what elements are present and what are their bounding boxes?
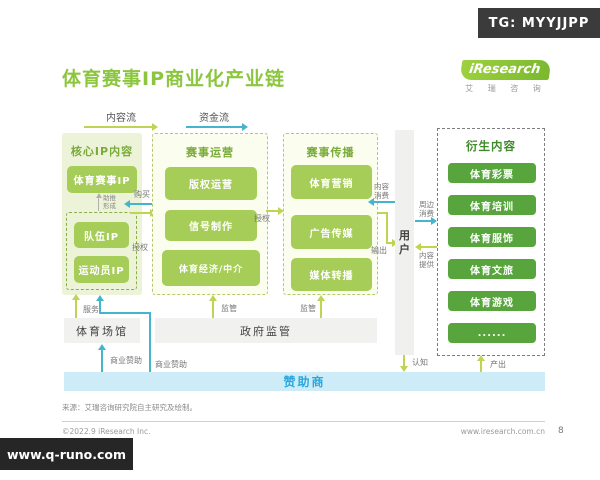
copyright-text: ©2022.9 iResearch Inc.	[62, 427, 151, 436]
flow-buy-arrowhead-icon	[124, 200, 130, 208]
flow-sponsorship1-arrow	[101, 349, 103, 372]
flow-produce-arrowhead-icon	[477, 355, 485, 361]
venue-bar: 体育场馆	[64, 318, 140, 343]
website-text: www.iresearch.com.cn	[460, 427, 545, 436]
node-sports-training: 体育培训	[448, 195, 536, 215]
flow-sponsorship2-elbow-2	[99, 312, 151, 314]
node-sports-games: 体育游戏	[448, 291, 536, 311]
legend-content-flow-arrow	[84, 126, 152, 128]
flow-content-consume-label: 内容消费	[374, 182, 389, 200]
flow-content-provide-arrow	[421, 246, 437, 248]
node-sports-tourism: 体育文旅	[448, 259, 536, 279]
footer-divider	[62, 421, 545, 422]
connector-boost-arrowhead-icon	[96, 193, 102, 198]
page-title: 体育赛事IP商业化产业链	[62, 68, 285, 90]
flow-output-elbow-2	[386, 212, 388, 243]
flow-sponsorship1-label: 商业赞助	[110, 356, 142, 365]
core-ip-title: 核心IP内容	[70, 145, 134, 158]
node-sports-apparel: 体育服饰	[448, 227, 536, 247]
node-sports-marketing: 体育营销	[291, 165, 372, 199]
communication-column: 赛事传播 体育营销 广告传媒 媒体转播	[283, 133, 378, 295]
connector-boost-line	[98, 196, 99, 211]
user-label-1: 用	[399, 228, 410, 242]
node-ad-media: 广告传媒	[291, 215, 372, 249]
flow-sponsorship2-elbow-3	[149, 312, 151, 372]
derivative-column: 衍生内容 体育彩票 体育培训 体育服饰 体育文旅 体育游戏 ......	[437, 128, 545, 356]
flow-content-consume-arrow	[374, 201, 395, 203]
flow-service-label: 服务	[83, 305, 99, 314]
tg-watermark-badge: TG: MYYJJPP	[478, 8, 600, 38]
flow-buy-arrow	[130, 203, 152, 205]
node-athlete-ip: 运动员IP	[74, 256, 129, 283]
flow-peripheral-consume-label: 周边消费	[419, 200, 434, 218]
legend-capital-flow-label: 资金流	[199, 113, 229, 124]
core-ip-column: 核心IP内容 体育赛事IP 助推 形成 队伍IP 运动员IP	[62, 133, 142, 295]
connector-boost-label-bottom: 形成	[103, 201, 116, 210]
page-number: 8	[558, 426, 564, 436]
flow-output-label: 输出	[371, 246, 387, 255]
flow-regulate2-label: 监管	[300, 304, 316, 313]
flow-sponsorship1-arrowhead-icon	[98, 344, 106, 350]
iresearch-logo: iResearch 艾 瑞 咨 询	[459, 58, 553, 94]
flow-license2-label: 授权	[254, 214, 270, 223]
iresearch-logo-subtext: 艾 瑞 咨 询	[465, 84, 547, 93]
node-team-ip: 队伍IP	[74, 222, 129, 248]
flow-peripheral-consume-arrowhead-icon	[431, 217, 437, 225]
iresearch-logo-icon: iResearch	[459, 60, 553, 80]
operation-title: 赛事运营	[186, 146, 234, 159]
flow-sponsorship2-arrowhead-icon	[96, 295, 104, 301]
flow-sponsorship2-elbow-1	[99, 300, 101, 313]
node-signal-production: 信号制作	[165, 210, 257, 241]
operation-column: 赛事运营 版权运营 信号制作 体育经济/中介	[152, 133, 268, 295]
flow-regulate1-arrowhead-icon	[209, 295, 217, 301]
node-sports-agency: 体育经济/中介	[162, 250, 260, 286]
flow-cognition-arrow	[403, 355, 405, 368]
user-bar: 用 户	[395, 130, 414, 355]
government-bar: 政府监管	[155, 318, 377, 343]
flow-service-arrow	[75, 299, 77, 318]
flow-license2-arrowhead-icon	[278, 207, 284, 215]
derivative-title: 衍生内容	[466, 139, 516, 153]
site-watermark-badge: www.q-runo.com	[0, 438, 133, 470]
flow-output-elbow-3	[386, 242, 394, 244]
flow-regulate1-arrow	[212, 300, 214, 318]
flow-license1-arrow	[130, 212, 150, 214]
flow-regulate2-arrowhead-icon	[317, 295, 325, 301]
legend-content-flow-arrowhead-icon	[152, 123, 158, 131]
source-note: 来源：艾瑞咨询研究院自主研究及绘制。	[62, 403, 197, 412]
flow-license1-label: 授权	[132, 243, 148, 252]
flow-buy-label: 购买	[134, 190, 150, 199]
node-copyright-operation: 版权运营	[165, 167, 257, 200]
sub-ip-group: 队伍IP 运动员IP	[66, 212, 137, 290]
communication-title: 赛事传播	[306, 146, 355, 159]
user-label-2: 户	[399, 242, 410, 256]
node-ellipsis: ......	[448, 323, 536, 343]
legend-capital-flow-arrow	[186, 126, 242, 128]
flow-content-provide-label: 内容提供	[419, 251, 434, 269]
legend-content-flow-label: 内容流	[106, 113, 136, 124]
flow-service-arrowhead-icon	[72, 294, 80, 300]
flow-output-elbow-1	[378, 212, 388, 214]
connector-boost-label-top: 助推	[103, 194, 116, 202]
flow-peripheral-consume-arrow	[415, 220, 433, 222]
flow-produce-label: 产出	[490, 360, 506, 369]
node-event-ip: 体育赛事IP	[67, 166, 137, 193]
flow-license2-arrow	[266, 210, 278, 212]
flow-produce-arrow	[480, 360, 482, 372]
flow-cognition-label: 认知	[412, 358, 428, 367]
sponsor-bar: 赞助商	[64, 372, 545, 391]
flow-sponsorship2-label: 商业赞助	[155, 360, 187, 369]
flow-content-provide-arrowhead-icon	[415, 243, 421, 251]
node-media-broadcast: 媒体转播	[291, 258, 372, 291]
flow-regulate1-label: 监管	[221, 304, 237, 313]
legend-capital-flow-arrowhead-icon	[242, 123, 248, 131]
flow-cognition-arrowhead-icon	[400, 366, 408, 372]
flow-content-consume-arrowhead-icon	[368, 198, 374, 206]
flow-regulate2-arrow	[320, 300, 322, 318]
node-sports-lottery: 体育彩票	[448, 163, 536, 183]
